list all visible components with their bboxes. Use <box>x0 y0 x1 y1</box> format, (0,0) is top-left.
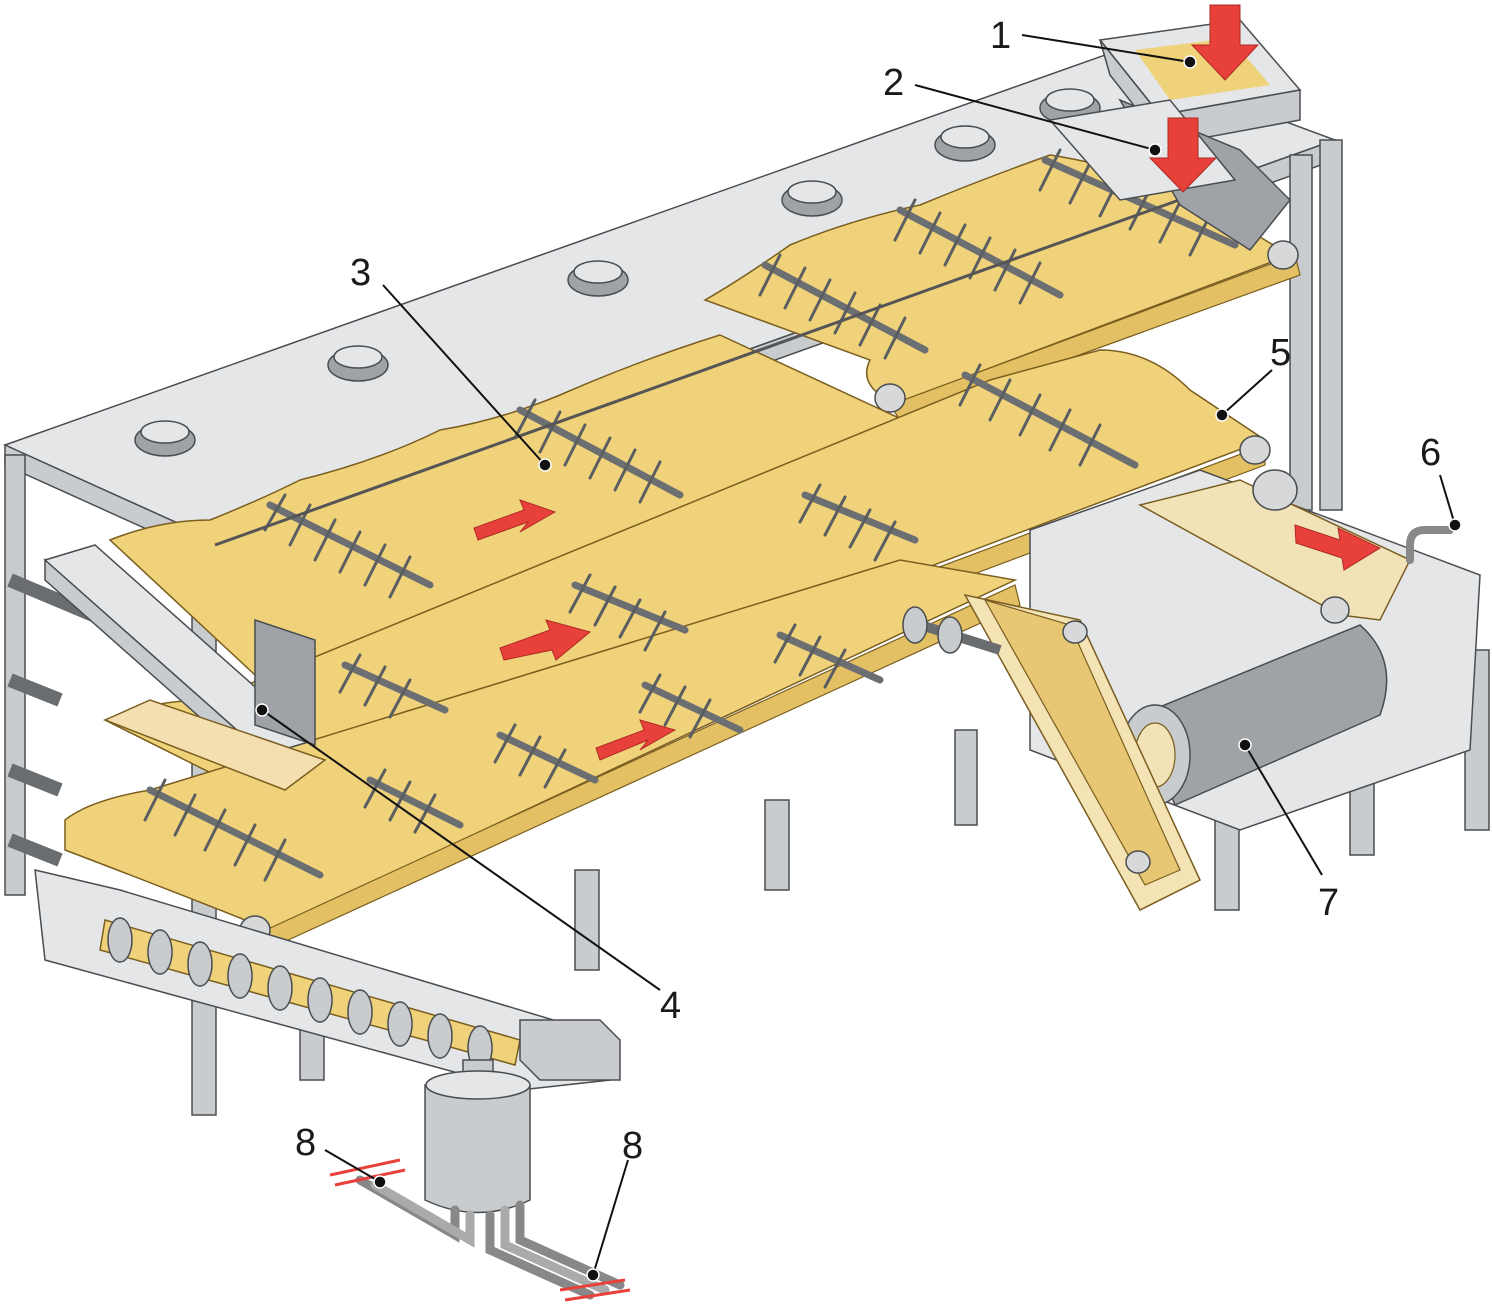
transfer-plate <box>103 699 327 791</box>
rake-icon <box>338 653 449 719</box>
exhaust-port-icon <box>567 260 629 297</box>
rake-icon <box>893 198 1064 305</box>
callout-2: 2 <box>883 62 904 104</box>
arrow-right-icon <box>1294 524 1382 571</box>
callout-8-right: 8 <box>622 1125 643 1167</box>
rake-assemblies <box>143 148 1239 882</box>
rake-icon <box>758 253 929 360</box>
rake-icon <box>143 778 324 882</box>
air-inlet-arrows <box>329 1158 631 1302</box>
callout-labels: 1 2 3 4 5 6 7 8 8 <box>295 15 1441 1167</box>
rake-icon <box>773 623 884 689</box>
rake-icon <box>363 768 464 834</box>
screw-conveyor <box>34 869 621 1091</box>
rake-icon <box>493 723 599 789</box>
tension-rod <box>214 178 1236 547</box>
callout-1: 1 <box>990 15 1011 57</box>
flow-arrows <box>473 4 1382 761</box>
rake-icon <box>638 673 744 739</box>
arrow-left-icon <box>595 719 677 761</box>
exhaust-ports <box>134 88 1101 457</box>
arrow-left-icon <box>473 499 557 541</box>
callout-8-left: 8 <box>295 1122 316 1164</box>
steam-pipe <box>1406 526 1454 564</box>
callout-5: 5 <box>1270 332 1291 374</box>
fan-motor <box>424 1059 531 1214</box>
callout-4: 4 <box>660 985 681 1027</box>
screw-flight-icons <box>107 917 493 1071</box>
arrow-down-icon <box>1148 117 1218 193</box>
callout-6: 6 <box>1420 432 1441 474</box>
rake-icon <box>958 363 1139 469</box>
exhaust-port-icon <box>934 125 996 162</box>
inclined-elevator <box>902 593 1201 911</box>
exhaust-port-icon <box>134 420 196 457</box>
rake-icon <box>568 573 689 652</box>
rake-icon <box>513 398 684 504</box>
arrow-right-icon <box>499 619 592 661</box>
air-pipes <box>355 1175 625 1300</box>
callout-3: 3 <box>350 252 371 294</box>
callout-7: 7 <box>1318 882 1339 924</box>
callout-leaders <box>255 34 1462 1282</box>
exhaust-port-icon <box>327 345 389 382</box>
rake-icon <box>263 493 434 599</box>
exhaust-port-icon <box>781 180 843 217</box>
arrow-down-icon <box>1190 4 1260 81</box>
rake-icon <box>798 483 919 562</box>
